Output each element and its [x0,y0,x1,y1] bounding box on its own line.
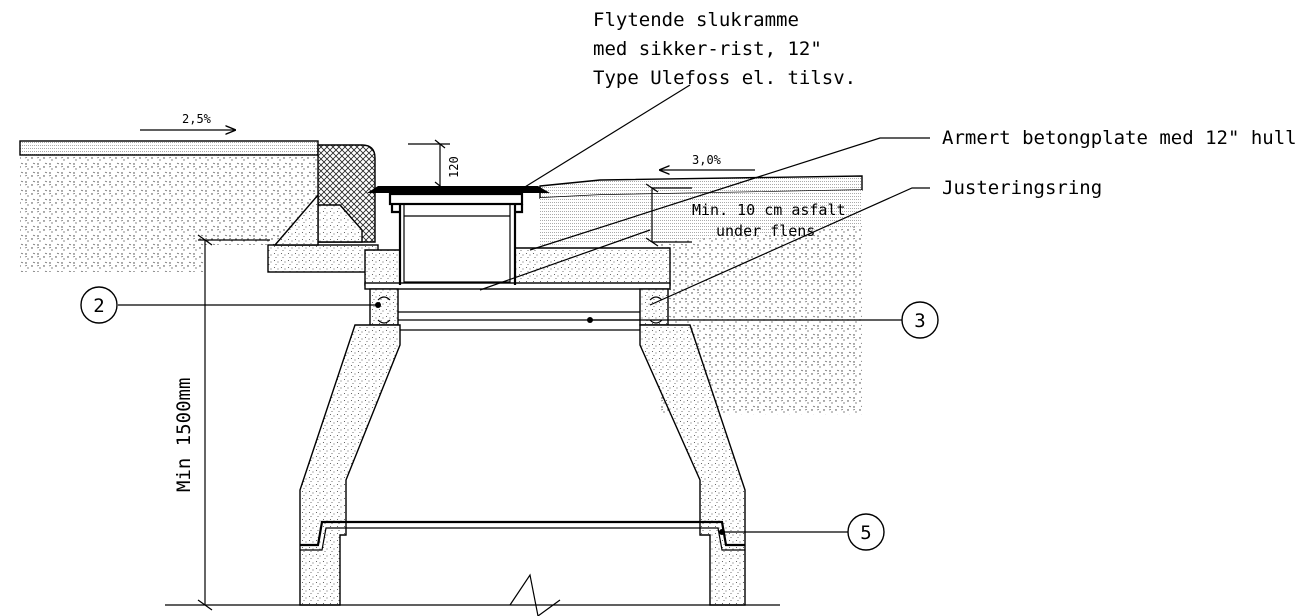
asphalt-label-line2: under flens [716,222,815,240]
ring-label: Justeringsring [942,177,1102,199]
callout-3-label: 3 [914,310,925,332]
slab-label: Armert betongplate med 12" hull [942,127,1297,149]
grate-label-line1: Flytende slukramme [593,9,799,31]
grate-label-line3: Type Ulefoss el. tilsv. [593,67,856,89]
depth-label: Min 1500mm [173,378,195,492]
leader-dots [375,302,725,535]
manhole-cone-left [299,324,401,606]
callout-5-label: 5 [860,522,871,544]
bottom-line [165,573,780,616]
slope-right-label: 3,0% [692,153,722,167]
adjusting-ring [369,288,669,331]
asphalt-left [19,140,319,156]
soil-left [20,155,318,272]
shaft-joint [300,520,745,551]
callout-2: 2 [80,286,118,324]
kerb-stone [267,144,379,273]
floating-frame [367,186,550,285]
callout-2-label: 2 [93,295,104,317]
depth-dimension [197,234,270,611]
grate-label-line2: med sikker-rist, 12" [593,38,822,60]
dim-120-label: 120 [447,156,461,178]
asphalt-dimension [645,183,692,247]
slope-left-label: 2,5% [182,112,212,126]
leader-lines [118,84,930,533]
callout-5: 5 [847,513,885,551]
asphalt-label-line1: Min. 10 cm asfalt [692,201,846,219]
callout-3: 3 [901,301,939,339]
concrete-slab [364,247,671,290]
dim-120 [408,139,450,191]
asphalt-right [539,175,863,245]
